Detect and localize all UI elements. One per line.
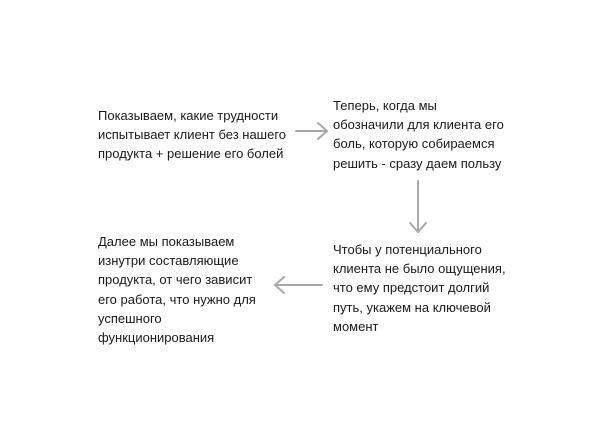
step-3-text: Чтобы у потенциального клиента не было о… [333,242,506,334]
step-1-text: Показываем, какие трудности испытывает к… [98,108,287,162]
step-4-text: Далее мы показываем изнутри составляющие… [98,234,256,346]
arrow-right [295,122,328,140]
arrow-down [409,180,427,233]
step-2-text: Теперь, когда мы обозначили для клиента … [333,98,504,171]
